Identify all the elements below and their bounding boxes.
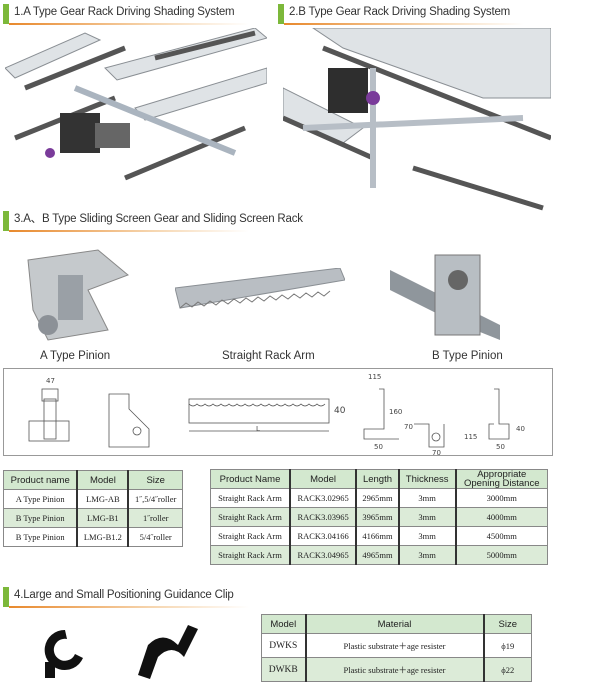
table-cell: ϕ22	[483, 657, 532, 682]
table-cell: LMG-B1.2	[76, 527, 130, 547]
table-cell: Plastic substrate＋age resister	[305, 633, 485, 658]
caption-a-type-pinion: A Type Pinion	[40, 350, 111, 362]
table-cell: Appropriate Opening Distance	[455, 469, 548, 489]
table-cell: Thickness	[398, 469, 457, 489]
table-cell: 3mm	[398, 488, 457, 508]
caption-straight-rack-arm: Straight Rack Arm	[222, 350, 315, 362]
technical-drawings: 47 115 160 70 115 70 50 50 40 40 L	[3, 368, 553, 456]
caption-b-type-pinion: B Type Pinion	[432, 350, 503, 362]
dimension-label: 160	[389, 408, 402, 416]
straight-rack-image	[175, 268, 345, 309]
table-cell: A Type Pinion	[3, 489, 79, 509]
table-cell: Model	[76, 470, 130, 490]
table-cell: Plastic substrate＋age resister	[305, 657, 485, 682]
dimension-label: 47	[46, 377, 55, 385]
table-cell: LMG-AB	[76, 489, 130, 509]
table-cell: Size	[483, 614, 532, 634]
table-cell: 5000mm	[455, 545, 548, 565]
table-cell: DWKS	[261, 633, 307, 658]
table-cell: Length	[355, 469, 400, 489]
table-cell: 2965mm	[355, 488, 400, 508]
table-cell: B Type Pinion	[3, 527, 79, 547]
table-cell: Straight Rack Arm	[210, 545, 292, 565]
a-type-pinion-image	[27, 249, 129, 341]
table-cell: ϕ19	[483, 633, 532, 658]
table-cell: 1˝,5/4˝roller	[127, 489, 184, 509]
table-cell: RACK3.03965	[289, 507, 358, 527]
dimension-drawings: 47 115 160 70 115 70 50 50 40 40 L	[28, 373, 525, 455]
table-cell: 3965mm	[355, 507, 400, 527]
table-cell: RACK3.04166	[289, 526, 358, 546]
table-cell: Straight Rack Arm	[210, 507, 292, 527]
table-cell: 5/4˝roller	[127, 527, 184, 547]
table-cell: RACK3.02965	[289, 488, 358, 508]
dwkb-clip-image	[138, 625, 198, 679]
table-cell: DWKB	[261, 657, 307, 682]
table-cell: Material	[305, 614, 485, 634]
table-cell: 3000mm	[455, 488, 548, 508]
table-cell: B Type Pinion	[3, 508, 79, 528]
table-cell: 3mm	[398, 545, 457, 565]
dimension-label: L	[256, 425, 260, 433]
section-heading-2: 2.B Type Gear Rack Driving Shading Syste…	[278, 3, 525, 25]
table-cell: Product Name	[210, 469, 292, 489]
section-heading-4: 4.Large and Small Positioning Guidance C…	[3, 586, 249, 608]
section-heading-3: 3.A、B Type Sliding Screen Gear and Slidi…	[3, 210, 303, 232]
section-heading-1: 1.A Type Gear Rack Driving Shading Syste…	[3, 3, 250, 25]
table-cell: Size	[127, 470, 184, 490]
dwks-clip-image	[44, 629, 83, 678]
table-cell: 4000mm	[455, 507, 548, 527]
dimension-label: 40	[516, 425, 525, 433]
table-cell: Straight Rack Arm	[210, 526, 292, 546]
table-cell: 3mm	[398, 507, 457, 527]
table-cell: Model	[289, 469, 358, 489]
table-cell: 4500mm	[455, 526, 548, 546]
table-cell: 4166mm	[355, 526, 400, 546]
dimension-label: 115	[368, 373, 381, 381]
b-type-system-image	[283, 28, 551, 211]
table-cell: Product name	[3, 470, 79, 490]
dimension-label: 40	[334, 406, 346, 416]
table-cell: Straight Rack Arm	[210, 488, 292, 508]
table-cell: 1˝roller	[127, 508, 184, 528]
table-cell: RACK3.04965	[289, 545, 358, 565]
table-cell: 3mm	[398, 526, 457, 546]
table-cell: Model	[261, 614, 307, 634]
dimension-label: 115	[464, 433, 477, 441]
dimension-label: 50	[496, 443, 505, 451]
table-cell: LMG-B1	[76, 508, 130, 528]
table-cell: 4965mm	[355, 545, 400, 565]
dimension-label: 70	[432, 449, 441, 455]
b-type-pinion-image	[390, 254, 500, 340]
a-type-system-image	[5, 28, 267, 181]
dimension-label: 50	[374, 443, 383, 451]
dimension-label: 70	[404, 423, 413, 431]
